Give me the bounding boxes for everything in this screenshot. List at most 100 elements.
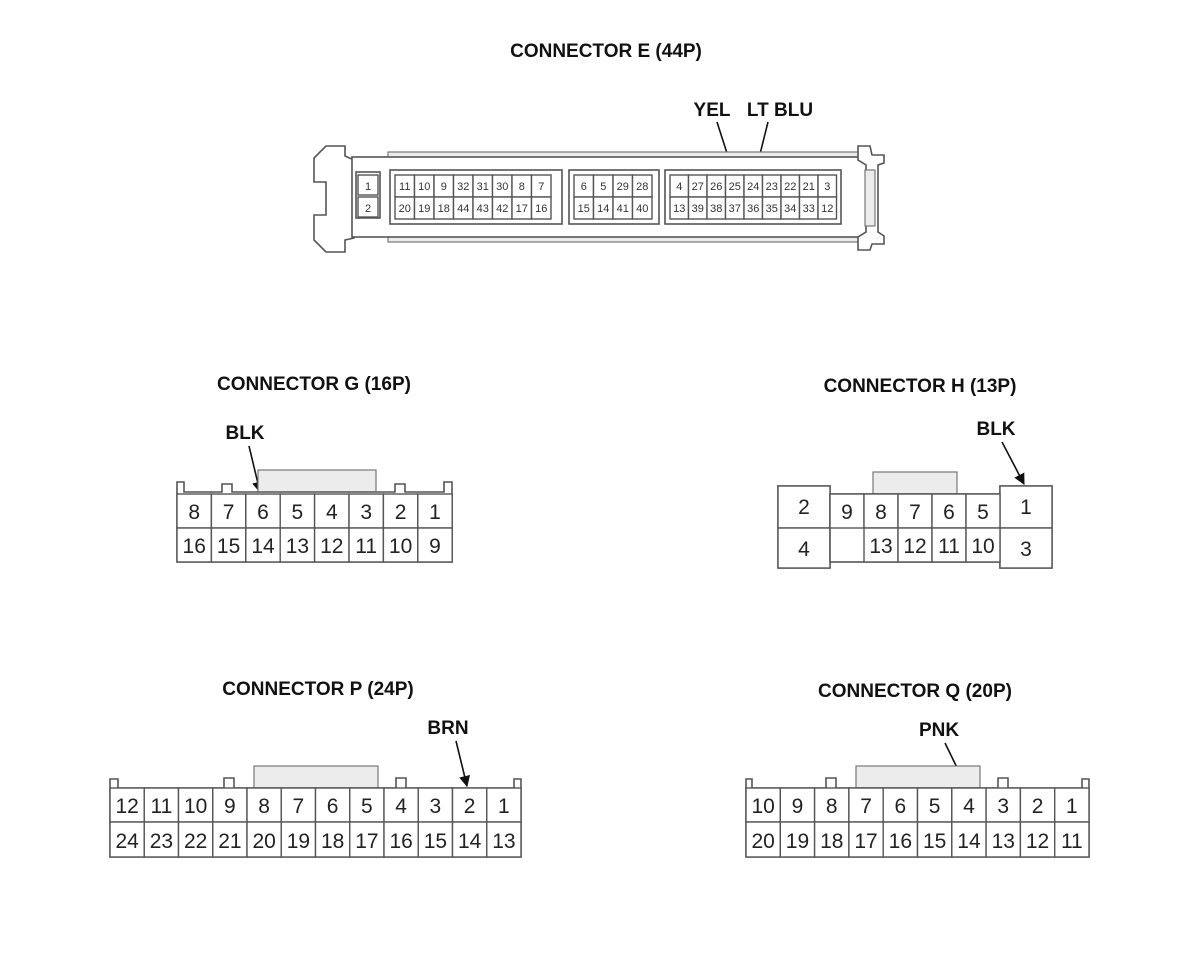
pin-number: 31 xyxy=(477,181,489,193)
pin-number: 7 xyxy=(909,501,921,524)
pin-cell xyxy=(349,821,385,858)
pin-number: 13 xyxy=(286,535,309,558)
pin-number: 14 xyxy=(458,830,482,853)
pin-number: 35 xyxy=(766,203,778,215)
pin-number: 25 xyxy=(729,181,741,193)
connector-q-title: CONNECTOR Q (20P) xyxy=(818,681,1012,702)
pin-number: 14 xyxy=(597,203,609,215)
pin-number: 8 xyxy=(188,501,200,524)
pin-number: 4 xyxy=(963,795,975,818)
connector-e: CONNECTOR E (44P) YEL LT BLU 1 2 xyxy=(313,41,885,253)
pin-number: 34 xyxy=(784,203,796,215)
pin-number: 9 xyxy=(429,535,441,558)
pin-cell xyxy=(486,787,522,823)
pin-cell xyxy=(882,787,919,823)
pin-cell xyxy=(486,821,522,858)
pin-number: 14 xyxy=(957,830,981,853)
pin-number: 12 xyxy=(320,535,343,558)
pin-cell xyxy=(382,527,419,563)
pin-h-2: 2 xyxy=(798,496,810,519)
pin-number: 32 xyxy=(457,181,469,193)
pin-cell xyxy=(212,787,248,823)
pin-number: 10 xyxy=(971,535,994,558)
pin-number: 30 xyxy=(496,181,508,193)
pin-number: 29 xyxy=(617,181,629,193)
pin-number: 10 xyxy=(751,795,774,818)
pin-h-4: 4 xyxy=(798,538,810,561)
connector-p-title: CONNECTOR P (24P) xyxy=(222,679,413,700)
pin-e-2: 2 xyxy=(365,203,371,215)
pin-number: 18 xyxy=(438,203,450,215)
pin-number: 7 xyxy=(293,795,305,818)
pin-h-1: 1 xyxy=(1020,496,1032,519)
pin-cell xyxy=(745,821,781,858)
wire-label-lt-blu: LT BLU xyxy=(747,100,813,121)
pin-cell xyxy=(985,821,1022,858)
wire-label-blk-h: BLK xyxy=(976,419,1015,440)
pin-cell xyxy=(916,787,953,823)
pin-number: 4 xyxy=(395,795,407,818)
pin-number: 36 xyxy=(747,203,759,215)
pin-cell xyxy=(965,527,1001,563)
pin-cell xyxy=(931,493,967,529)
pin-number: 39 xyxy=(692,203,704,215)
pin-number: 11 xyxy=(938,535,960,558)
pin-number: 23 xyxy=(150,830,173,853)
pin-number: 11 xyxy=(1061,830,1083,853)
pin-cell xyxy=(1053,821,1090,858)
pin-number: 40 xyxy=(636,203,648,215)
pin-number: 6 xyxy=(943,501,955,524)
pin-number: 6 xyxy=(581,181,587,193)
pin-number: 8 xyxy=(826,795,838,818)
pin-number: 20 xyxy=(751,830,774,853)
arrow-brn xyxy=(455,740,471,788)
pin-cell xyxy=(817,196,838,220)
pin-number: 20 xyxy=(252,830,275,853)
pin-number: 21 xyxy=(803,181,815,193)
pin-number: 18 xyxy=(820,830,843,853)
pin-cell xyxy=(417,527,453,563)
pin-number: 16 xyxy=(889,830,912,853)
pin-cell xyxy=(246,787,282,823)
pin-number: 16 xyxy=(183,535,206,558)
pin-number: 12 xyxy=(1026,830,1049,853)
pin-number: 38 xyxy=(710,203,722,215)
pin-cell xyxy=(631,196,653,220)
pin-number: 5 xyxy=(977,501,989,524)
pin-number: 7 xyxy=(860,795,872,818)
pin-number: 5 xyxy=(361,795,373,818)
pin-e-1: 1 xyxy=(365,181,371,193)
pin-cell xyxy=(1053,787,1090,823)
pin-number: 7 xyxy=(538,181,544,193)
pin-number: 44 xyxy=(457,203,469,215)
pin-number: 17 xyxy=(854,830,877,853)
pin-number: 28 xyxy=(636,181,648,193)
pin-number: 37 xyxy=(729,203,741,215)
pin-cell xyxy=(779,821,816,858)
pin-cell xyxy=(109,787,145,823)
pin-number: 20 xyxy=(399,203,411,215)
pin-number: 16 xyxy=(535,203,547,215)
pin-number: 3 xyxy=(360,501,372,524)
pin-number: 5 xyxy=(292,501,304,524)
pin-number: 19 xyxy=(418,203,430,215)
pin-number: 1 xyxy=(429,501,441,524)
pin-number: 42 xyxy=(496,203,508,215)
pin-number: 14 xyxy=(251,535,275,558)
pin-number: 15 xyxy=(923,830,946,853)
pin-number: 2 xyxy=(1032,795,1044,818)
pin-number: 33 xyxy=(803,203,815,215)
pin-cell xyxy=(383,821,419,858)
pin-cell xyxy=(314,821,351,858)
pin-cell xyxy=(143,821,180,858)
wire-label-pnk: PNK xyxy=(919,720,959,741)
pin-cell xyxy=(348,493,385,529)
pin-number: 23 xyxy=(766,181,778,193)
pin-number: 22 xyxy=(184,830,207,853)
pin-number: 9 xyxy=(224,795,236,818)
connector-g-title: CONNECTOR G (16P) xyxy=(217,374,411,395)
